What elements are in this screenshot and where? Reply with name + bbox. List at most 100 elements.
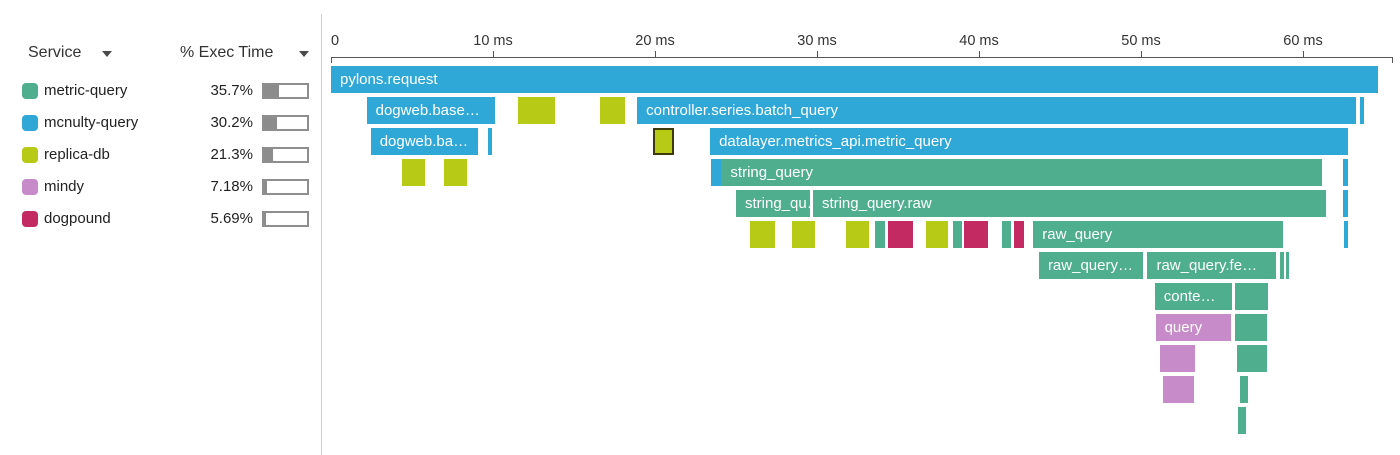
trace-span[interactable]: raw_query: [1033, 221, 1283, 248]
trace-span[interactable]: [791, 221, 815, 248]
trace-span[interactable]: [1234, 283, 1269, 310]
trace-span-label: string_query: [730, 164, 813, 181]
trace-span-label: string_query.raw: [821, 195, 932, 212]
axis-tick-label: 10 ms: [473, 33, 513, 49]
trace-span[interactable]: [710, 159, 721, 186]
service-exec-bar-fill: [264, 85, 280, 97]
axis-tick: [817, 51, 818, 57]
sidebar-header: Service % Exec Time: [0, 44, 320, 64]
service-exec-bar: [262, 83, 309, 99]
service-row[interactable]: mindy 7.18%: [0, 171, 320, 203]
service-row[interactable]: dogpound 5.69%: [0, 203, 320, 235]
service-exec-pct: 30.2%: [210, 114, 253, 131]
trace-span[interactable]: [888, 221, 913, 248]
trace-span[interactable]: [402, 159, 425, 186]
trace-span-label: dogweb.ba…: [379, 133, 469, 150]
service-color-swatch: [22, 83, 38, 99]
service-exec-bar-fill: [264, 213, 267, 225]
service-label: dogpound: [44, 210, 111, 227]
trace-span[interactable]: [443, 159, 468, 186]
trace-span-label: dogweb.base…: [375, 102, 480, 119]
trace-span[interactable]: [1344, 221, 1349, 248]
axis-tick: [655, 51, 656, 57]
service-exec-pct: 21.3%: [210, 146, 253, 163]
service-label: mcnulty-query: [44, 114, 139, 131]
trace-span[interactable]: [1238, 407, 1247, 434]
trace-span[interactable]: [1359, 97, 1364, 124]
service-exec-bar: [262, 115, 309, 131]
axis-tick: [1303, 51, 1304, 57]
trace-span[interactable]: raw_query…: [1038, 252, 1143, 279]
trace-span[interactable]: [749, 221, 775, 248]
trace-span[interactable]: [599, 97, 626, 124]
trace-span[interactable]: [1285, 252, 1290, 279]
service-exec-bar-fill: [264, 117, 277, 129]
trace-span[interactable]: raw_query.fe…: [1147, 252, 1277, 279]
service-label: mindy: [44, 178, 85, 195]
trace-span-label: controller.series.batch_query: [646, 102, 838, 119]
service-exec-bar: [262, 147, 309, 163]
service-exec-pct: 35.7%: [210, 82, 253, 99]
axis-tick-label: 30 ms: [797, 33, 837, 49]
trace-span[interactable]: [925, 221, 949, 248]
trace-span[interactable]: [1236, 345, 1268, 372]
trace-span[interactable]: query: [1155, 314, 1231, 341]
trace-span[interactable]: [1001, 221, 1011, 248]
axis-tick: [1141, 51, 1142, 57]
service-color-swatch: [22, 179, 38, 195]
axis-baseline: [331, 57, 1392, 58]
axis-tick-label: 0: [331, 33, 340, 49]
trace-span[interactable]: datalayer.metrics_api.metric_query: [710, 128, 1348, 155]
trace-span[interactable]: string_query: [721, 159, 1323, 186]
trace-span[interactable]: dogweb.ba…: [370, 128, 478, 155]
trace-span[interactable]: [1342, 190, 1349, 217]
service-exec-bar: [262, 179, 309, 195]
sidebar-divider: [321, 14, 322, 455]
service-label: replica-db: [44, 146, 110, 163]
trace-span[interactable]: conte…: [1154, 283, 1232, 310]
service-color-swatch: [22, 211, 38, 227]
service-column-header[interactable]: Service: [28, 44, 82, 61]
axis-tick: [979, 51, 980, 57]
service-exec-pct: 7.18%: [210, 178, 253, 195]
service-exec-bar-fill: [264, 149, 274, 161]
axis-tick-label: 50 ms: [1121, 33, 1161, 49]
trace-span[interactable]: [488, 128, 493, 155]
trace-span-label: query: [1164, 319, 1203, 336]
trace-span[interactable]: controller.series.batch_query: [637, 97, 1357, 124]
service-sort-dropdown-icon[interactable]: [102, 51, 112, 57]
trace-span-label: datalayer.metrics_api.metric_query: [719, 133, 952, 150]
axis-end-cap: [331, 57, 332, 63]
trace-span[interactable]: [1239, 376, 1248, 403]
trace-span-label: string_qu…: [745, 195, 810, 212]
service-exec-pct: 5.69%: [210, 210, 253, 227]
trace-span[interactable]: [875, 221, 886, 248]
trace-span[interactable]: pylons.request: [331, 66, 1379, 93]
exec-time-column-header[interactable]: % Exec Time: [180, 44, 274, 61]
service-row[interactable]: mcnulty-query 30.2%: [0, 107, 320, 139]
axis-tick-label: 40 ms: [959, 33, 999, 49]
axis-end-cap: [1392, 57, 1393, 63]
trace-span[interactable]: [964, 221, 988, 248]
trace-span[interactable]: [846, 221, 869, 248]
service-color-swatch: [22, 147, 38, 163]
trace-span-selected[interactable]: [653, 128, 675, 155]
trace-span[interactable]: [953, 221, 962, 248]
exec-time-sort-dropdown-icon[interactable]: [299, 51, 309, 57]
trace-span[interactable]: dogweb.base…: [366, 97, 495, 124]
trace-span[interactable]: [1160, 345, 1196, 372]
service-color-swatch: [22, 115, 38, 131]
service-row[interactable]: replica-db 21.3%: [0, 139, 320, 171]
trace-span[interactable]: string_qu…: [736, 190, 810, 217]
trace-span[interactable]: string_query.raw: [812, 190, 1327, 217]
trace-span[interactable]: [1162, 376, 1195, 403]
trace-span[interactable]: [1234, 314, 1268, 341]
trace-span[interactable]: [1280, 252, 1284, 279]
trace-span[interactable]: [1013, 221, 1024, 248]
trace-span[interactable]: [1342, 159, 1348, 186]
axis-tick-label: 60 ms: [1283, 33, 1323, 49]
trace-span[interactable]: [518, 97, 556, 124]
